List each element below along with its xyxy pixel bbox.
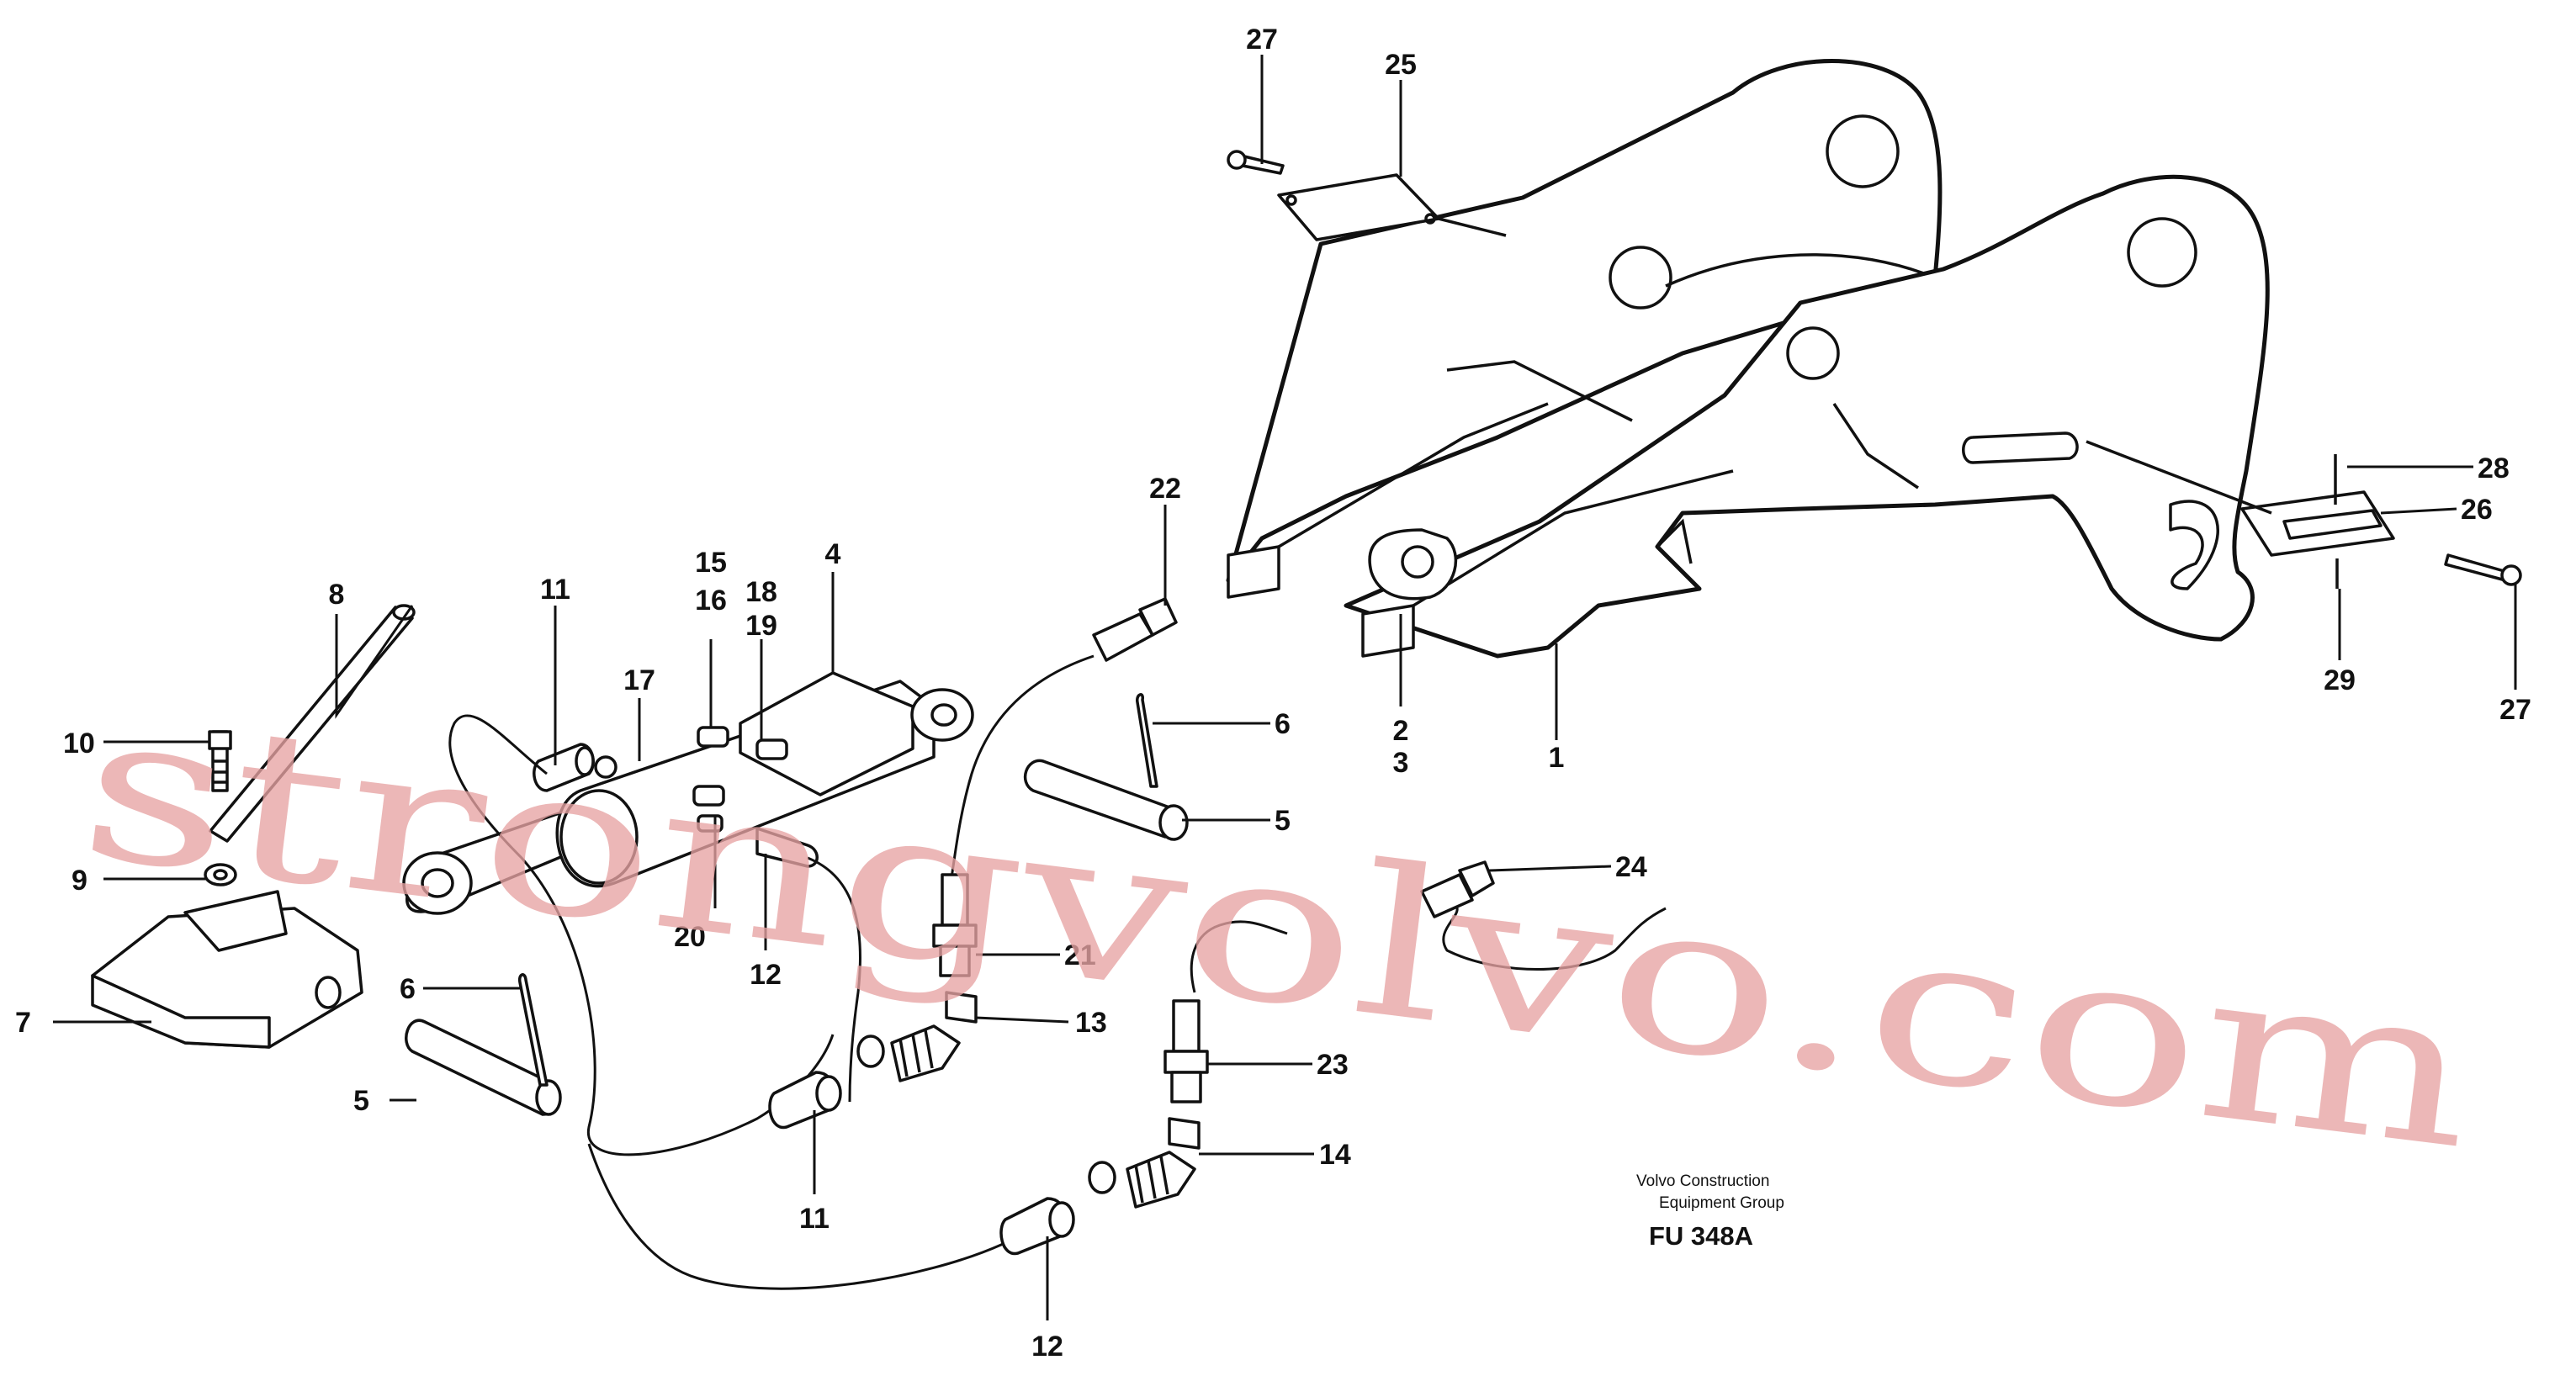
ports bbox=[594, 726, 788, 833]
callout-26: 26 bbox=[2461, 494, 2493, 526]
callout-labels: 27 25 22 28 26 8 11 15 16 4 18 19 17 2 3… bbox=[15, 24, 2531, 1363]
callout-17: 17 bbox=[623, 664, 655, 696]
callout-7: 7 bbox=[15, 1007, 31, 1039]
callout-3: 3 bbox=[1393, 747, 1409, 779]
credit-line-1: Volvo Construction bbox=[1636, 1172, 1769, 1190]
callout-15: 15 bbox=[695, 547, 727, 579]
fitting-23 bbox=[1163, 999, 1209, 1103]
callout-12-mid: 12 bbox=[750, 959, 782, 991]
screw-10 bbox=[208, 730, 232, 792]
callout-8: 8 bbox=[329, 579, 345, 611]
callout-25: 25 bbox=[1385, 49, 1417, 81]
callout-12-bottom: 12 bbox=[1031, 1331, 1063, 1363]
fitting-14 bbox=[999, 1117, 1201, 1256]
hose-end-22 bbox=[1092, 597, 1178, 662]
plate-7 bbox=[91, 890, 363, 1049]
callout-21: 21 bbox=[1064, 939, 1096, 971]
screw-right bbox=[2444, 553, 2522, 586]
callout-28: 28 bbox=[2478, 452, 2510, 484]
callout-18: 18 bbox=[745, 576, 777, 608]
callout-1: 1 bbox=[1549, 742, 1565, 774]
fitting-21 bbox=[932, 873, 978, 977]
callout-27-top: 27 bbox=[1246, 24, 1278, 56]
callout-9: 9 bbox=[72, 865, 87, 897]
split-pin-right bbox=[1136, 693, 1158, 788]
credit-line-2: Equipment Group bbox=[1659, 1194, 1784, 1212]
fitting-11-top bbox=[533, 743, 595, 792]
pin-left bbox=[405, 1019, 562, 1116]
callout-2: 2 bbox=[1393, 715, 1409, 747]
split-pin-left bbox=[517, 973, 549, 1087]
callout-23: 23 bbox=[1317, 1049, 1349, 1081]
callout-11-top: 11 bbox=[540, 574, 570, 606]
callout-29: 29 bbox=[2324, 664, 2356, 696]
callout-20: 20 bbox=[674, 921, 706, 953]
callout-19: 19 bbox=[745, 610, 777, 642]
callout-6-right: 6 bbox=[1275, 708, 1291, 740]
figure-code: FU 348A bbox=[1649, 1221, 1753, 1251]
lock-shaft bbox=[1368, 528, 1458, 601]
watermark: strongvolvo.com bbox=[70, 664, 2487, 1195]
callout-16: 16 bbox=[695, 585, 727, 616]
figure-credit: Volvo Construction Equipment Group FU 34… bbox=[1636, 1172, 1784, 1251]
callout-14: 14 bbox=[1319, 1139, 1351, 1171]
callout-5-right: 5 bbox=[1275, 805, 1291, 837]
callout-6-left: 6 bbox=[400, 973, 416, 1005]
callout-13: 13 bbox=[1075, 1007, 1107, 1039]
callout-10: 10 bbox=[63, 728, 95, 759]
quick-coupler-frame bbox=[1226, 59, 2270, 659]
callout-5-left: 5 bbox=[353, 1085, 369, 1117]
callout-11-bottom: 11 bbox=[799, 1203, 830, 1235]
screw-top bbox=[1227, 150, 1285, 175]
hose-end-24 bbox=[1420, 860, 1495, 918]
callout-27-right: 27 bbox=[2499, 694, 2531, 726]
callout-22: 22 bbox=[1149, 473, 1181, 505]
fitting-12-top bbox=[755, 827, 819, 868]
sign-plate-right bbox=[2086, 440, 2395, 557]
hydraulic-cylinder bbox=[402, 671, 974, 915]
sign-plate-top bbox=[1277, 173, 1507, 241]
callout-24: 24 bbox=[1615, 851, 1647, 883]
fitting-13 bbox=[768, 991, 978, 1130]
pin-right bbox=[1023, 759, 1189, 841]
leader-lines bbox=[53, 55, 2517, 1320]
nut-9 bbox=[204, 863, 237, 886]
callout-4: 4 bbox=[825, 538, 841, 570]
